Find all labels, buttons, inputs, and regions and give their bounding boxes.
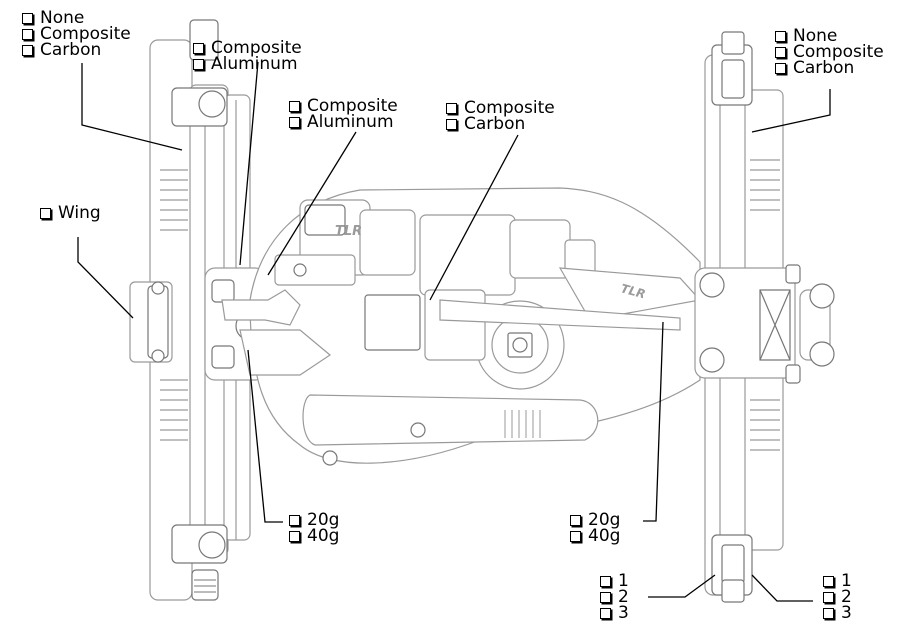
option-20g[interactable]: 20g — [570, 512, 620, 529]
label-front-left-guard: None Composite Carbon — [22, 10, 131, 59]
checkbox-icon[interactable] — [289, 116, 300, 128]
option-1[interactable]: 1 — [823, 573, 852, 590]
option-carbon[interactable]: Carbon — [446, 116, 555, 133]
label-rear-hub-right: 1 2 3 — [823, 573, 852, 622]
option-2[interactable]: 2 — [823, 589, 852, 606]
checkbox-icon[interactable] — [193, 58, 204, 70]
checkbox-icon[interactable] — [775, 62, 786, 74]
checkbox-icon[interactable] — [570, 530, 581, 542]
checkbox-icon[interactable] — [193, 42, 204, 54]
option-wing[interactable]: Wing — [40, 205, 101, 222]
option-composite[interactable]: Composite — [22, 26, 131, 43]
checkbox-icon[interactable] — [600, 575, 611, 587]
checkbox-icon[interactable] — [600, 591, 611, 603]
option-aluminum[interactable]: Aluminum — [289, 114, 398, 131]
option-composite[interactable]: Composite — [193, 40, 302, 57]
checkbox-icon[interactable] — [22, 28, 33, 40]
label-rear-right-guard: None Composite Carbon — [775, 28, 884, 77]
checkbox-icon[interactable] — [823, 575, 834, 587]
option-1[interactable]: 1 — [600, 573, 629, 590]
option-composite[interactable]: Composite — [775, 44, 884, 61]
option-composite[interactable]: Composite — [446, 100, 555, 117]
checkbox-icon[interactable] — [289, 514, 300, 526]
label-front-hub: Composite Aluminum — [193, 40, 302, 73]
label-chassis-brace: Composite Carbon — [446, 100, 555, 133]
chassis-logo-front: TLR — [335, 224, 362, 239]
checkbox-icon[interactable] — [22, 44, 33, 56]
checkbox-icon[interactable] — [600, 607, 611, 619]
option-40g[interactable]: 40g — [570, 528, 620, 545]
checkbox-icon[interactable] — [775, 30, 786, 42]
chassis-logo-rear: TLR — [619, 281, 647, 301]
label-steering: Composite Aluminum — [289, 98, 398, 131]
checkbox-icon[interactable] — [289, 530, 300, 542]
checkbox-icon[interactable] — [446, 118, 457, 130]
option-carbon[interactable]: Carbon — [22, 42, 131, 59]
checkbox-icon[interactable] — [823, 607, 834, 619]
checkbox-icon[interactable] — [22, 12, 33, 24]
label-wing: Wing — [40, 205, 101, 222]
rear-suspension-assembly — [694, 31, 835, 603]
option-20g[interactable]: 20g — [289, 512, 339, 529]
option-none[interactable]: None — [22, 10, 131, 27]
option-3[interactable]: 3 — [600, 605, 629, 622]
option-3[interactable]: 3 — [823, 605, 852, 622]
checkbox-icon[interactable] — [446, 102, 457, 114]
checkbox-icon[interactable] — [570, 514, 581, 526]
label-front-weight: 20g 40g — [289, 512, 339, 545]
checkbox-icon[interactable] — [289, 100, 300, 112]
option-40g[interactable]: 40g — [289, 528, 339, 545]
option-aluminum[interactable]: Aluminum — [193, 56, 302, 73]
checkbox-icon[interactable] — [823, 591, 834, 603]
checkbox-icon[interactable] — [40, 207, 51, 219]
option-carbon[interactable]: Carbon — [775, 60, 884, 77]
leader-lines — [77, 61, 831, 602]
label-rear-hub-left: 1 2 3 — [600, 573, 629, 622]
option-2[interactable]: 2 — [600, 589, 629, 606]
label-rear-weight: 20g 40g — [570, 512, 620, 545]
option-none[interactable]: None — [775, 28, 884, 45]
checkbox-icon[interactable] — [775, 46, 786, 58]
main-chassis: TLR TLR — [221, 187, 702, 466]
option-composite[interactable]: Composite — [289, 98, 398, 115]
